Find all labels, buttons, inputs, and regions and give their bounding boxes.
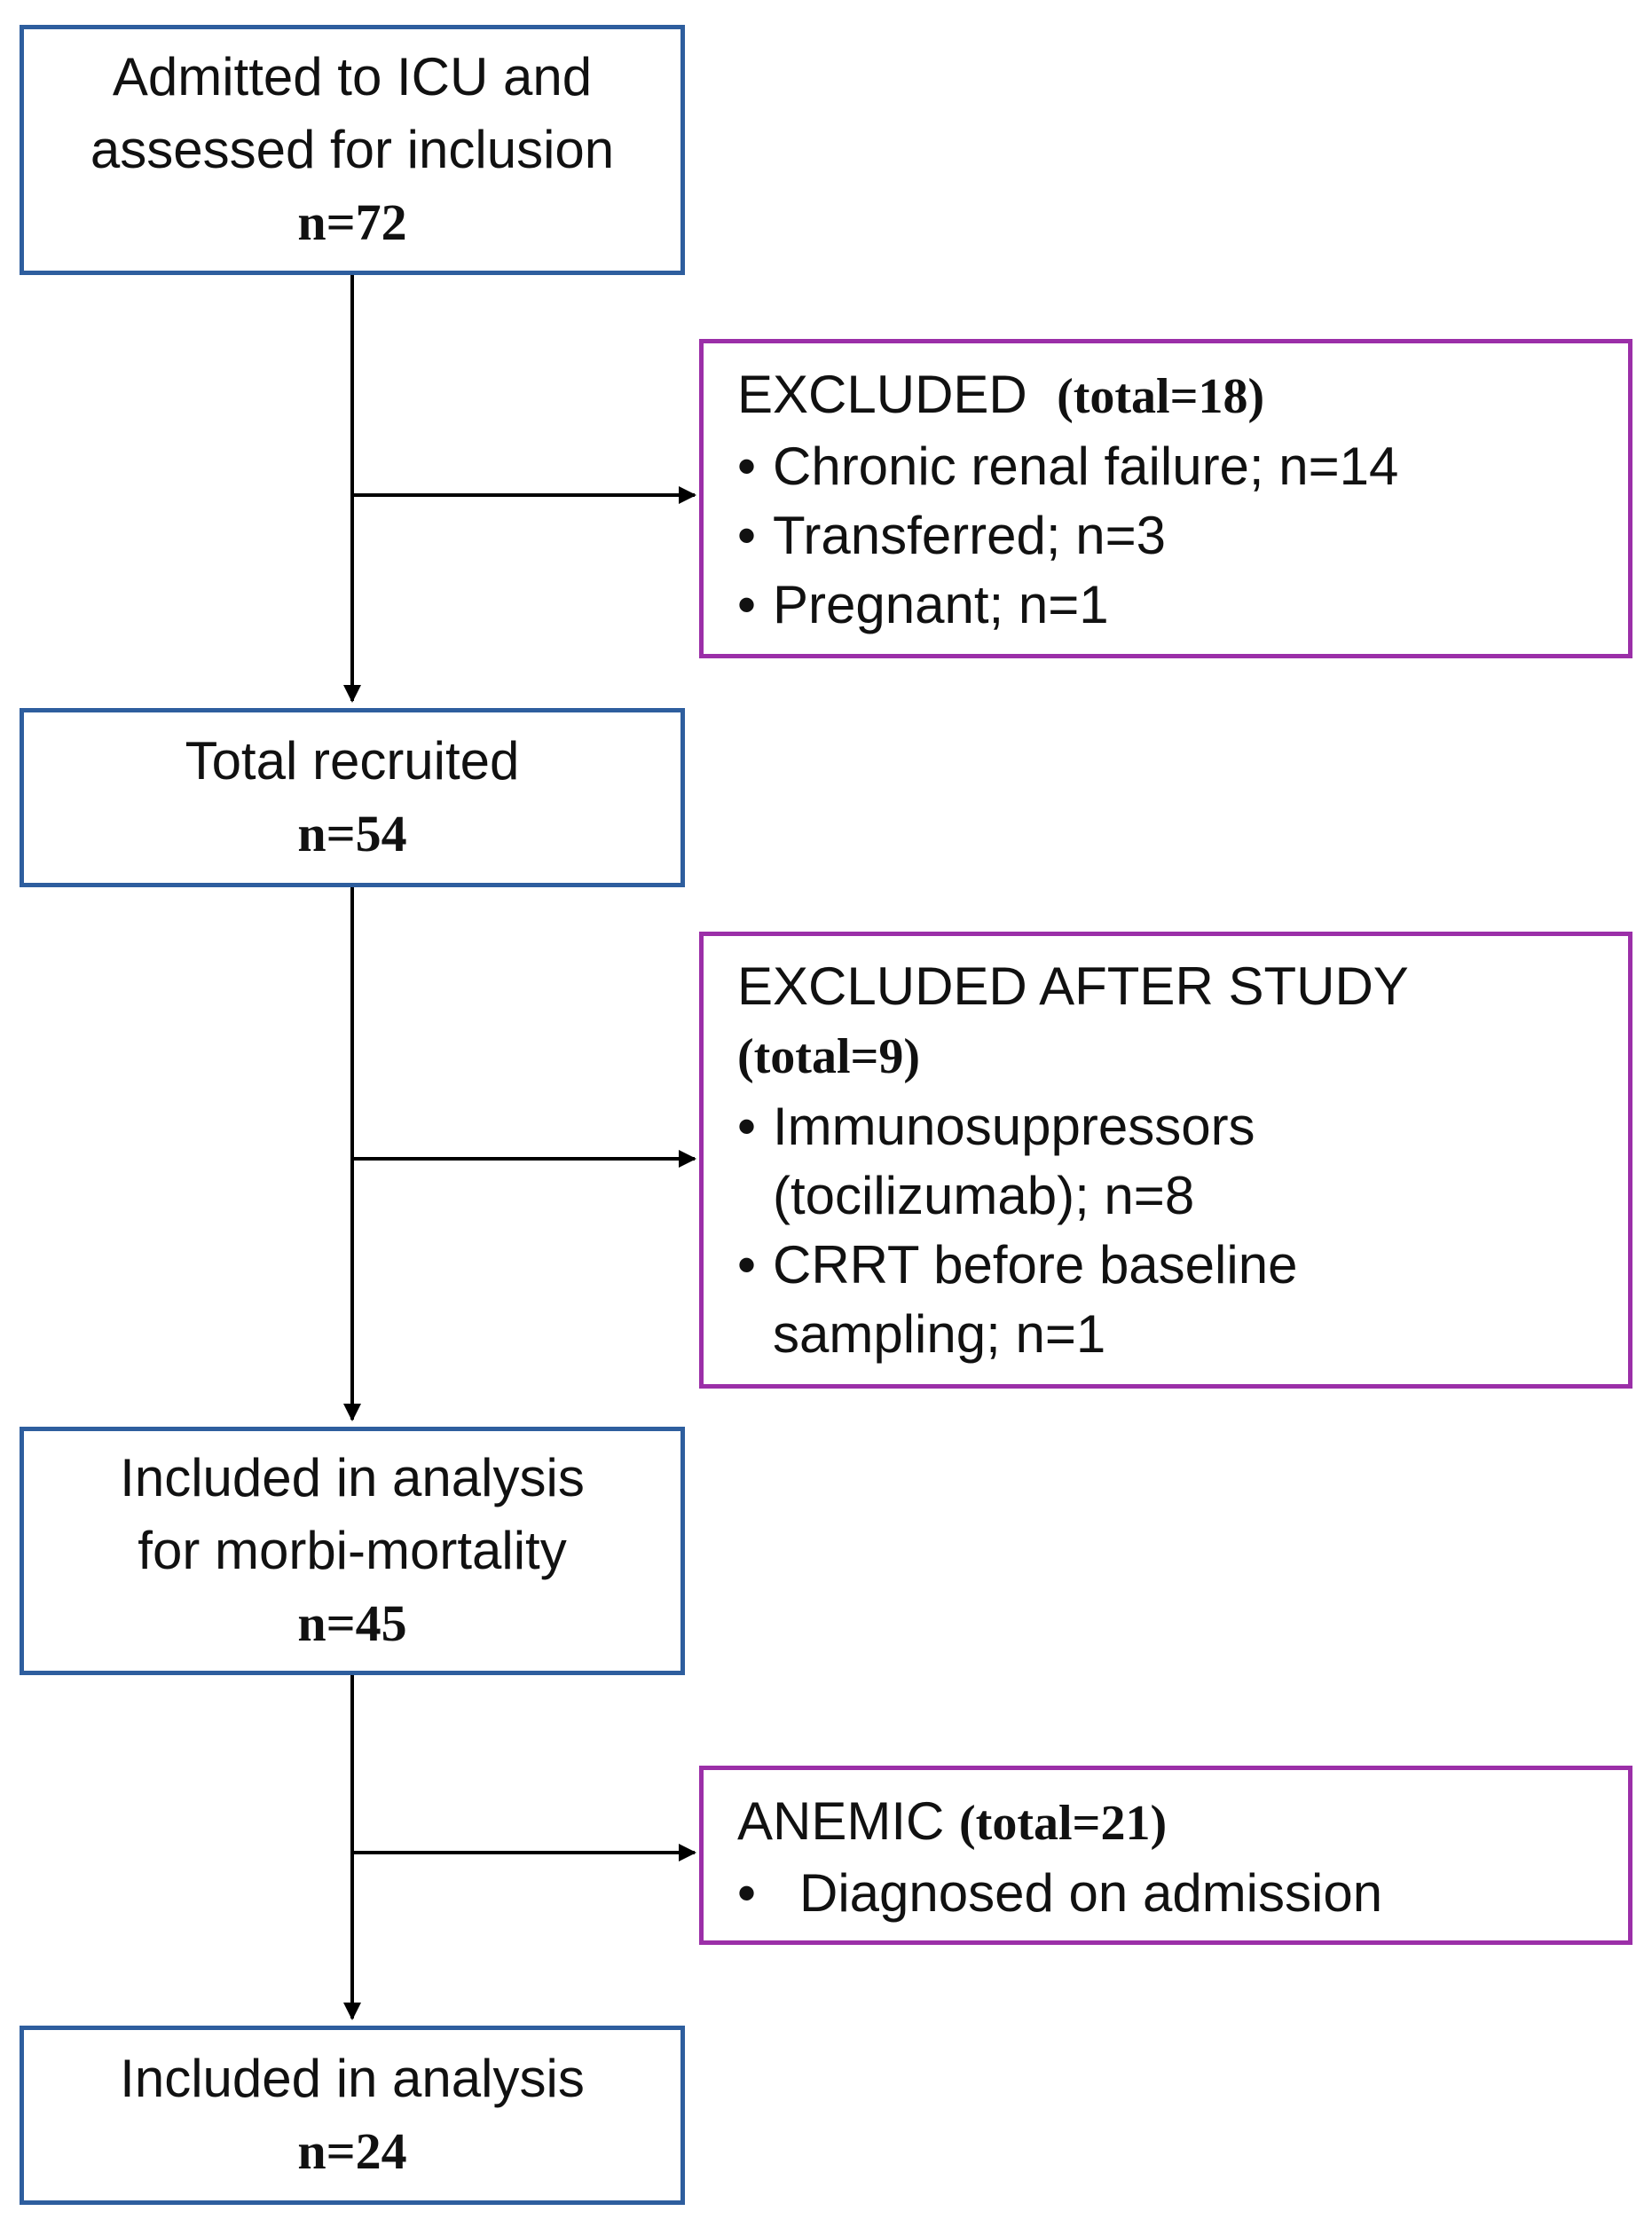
excluded-title: EXCLUDED (total=18)	[737, 359, 1600, 432]
excluded-item-3: •Pregnant; n=1	[737, 571, 1600, 640]
excluded-total: (total=18)	[1057, 369, 1265, 424]
morbi-line2: for morbi-mortality	[138, 1521, 567, 1580]
anemic-heading: ANEMIC	[737, 1791, 945, 1851]
admitted-line2: assessed for inclusion	[90, 120, 615, 179]
excluded-item-1: •Chronic renal failure; n=14	[737, 432, 1600, 501]
anemic-total: (total=21)	[959, 1796, 1168, 1851]
bullet: •	[737, 506, 757, 565]
bullet: •	[737, 1097, 757, 1156]
anemic-box: ANEMIC (total=21) •Diagnosed on admissio…	[699, 1766, 1632, 1945]
bullet: •	[737, 1235, 757, 1295]
admitted-line1: Admitted to ICU and	[112, 47, 593, 106]
excluded-after-item-1: •Immunosuppressors	[737, 1092, 1600, 1161]
morbi-count: n=45	[297, 1594, 407, 1652]
excluded-after-item-2: •CRRT before baseline	[737, 1231, 1600, 1300]
excluded-box: EXCLUDED (total=18) •Chronic renal failu…	[699, 339, 1632, 658]
final-count: n=24	[297, 2122, 407, 2180]
morbi-box: Included in analysis for morbi-mortality…	[20, 1427, 685, 1675]
final-line1: Included in analysis	[120, 2049, 585, 2108]
excluded-after-item-2-cont: sampling; n=1	[773, 1304, 1106, 1364]
bullet: •	[737, 437, 757, 496]
excluded-after-total: (total=9)	[737, 1029, 921, 1084]
recruited-count: n=54	[297, 805, 407, 862]
admitted-box: Admitted to ICU and assessed for inclusi…	[20, 25, 685, 275]
excluded-after-item-1-cont: (tocilizumab); n=8	[773, 1166, 1195, 1225]
excluded-after-heading: EXCLUDED AFTER STUDY	[737, 956, 1409, 1016]
bullet: •	[737, 1863, 757, 1923]
recruited-box: Total recruited n=54	[20, 708, 685, 887]
excluded-heading: EXCLUDED	[737, 365, 1027, 424]
anemic-title: ANEMIC (total=21)	[737, 1786, 1600, 1859]
excluded-item-2: •Transferred; n=3	[737, 501, 1600, 571]
morbi-line1: Included in analysis	[120, 1448, 585, 1507]
admitted-count: n=72	[297, 193, 407, 251]
final-box: Included in analysis n=24	[20, 2026, 685, 2205]
recruited-line1: Total recruited	[185, 731, 520, 791]
excluded-after-box: EXCLUDED AFTER STUDY (total=9) •Immunosu…	[699, 932, 1632, 1389]
anemic-item-1: •Diagnosed on admission	[737, 1859, 1600, 1928]
bullet: •	[737, 575, 757, 634]
